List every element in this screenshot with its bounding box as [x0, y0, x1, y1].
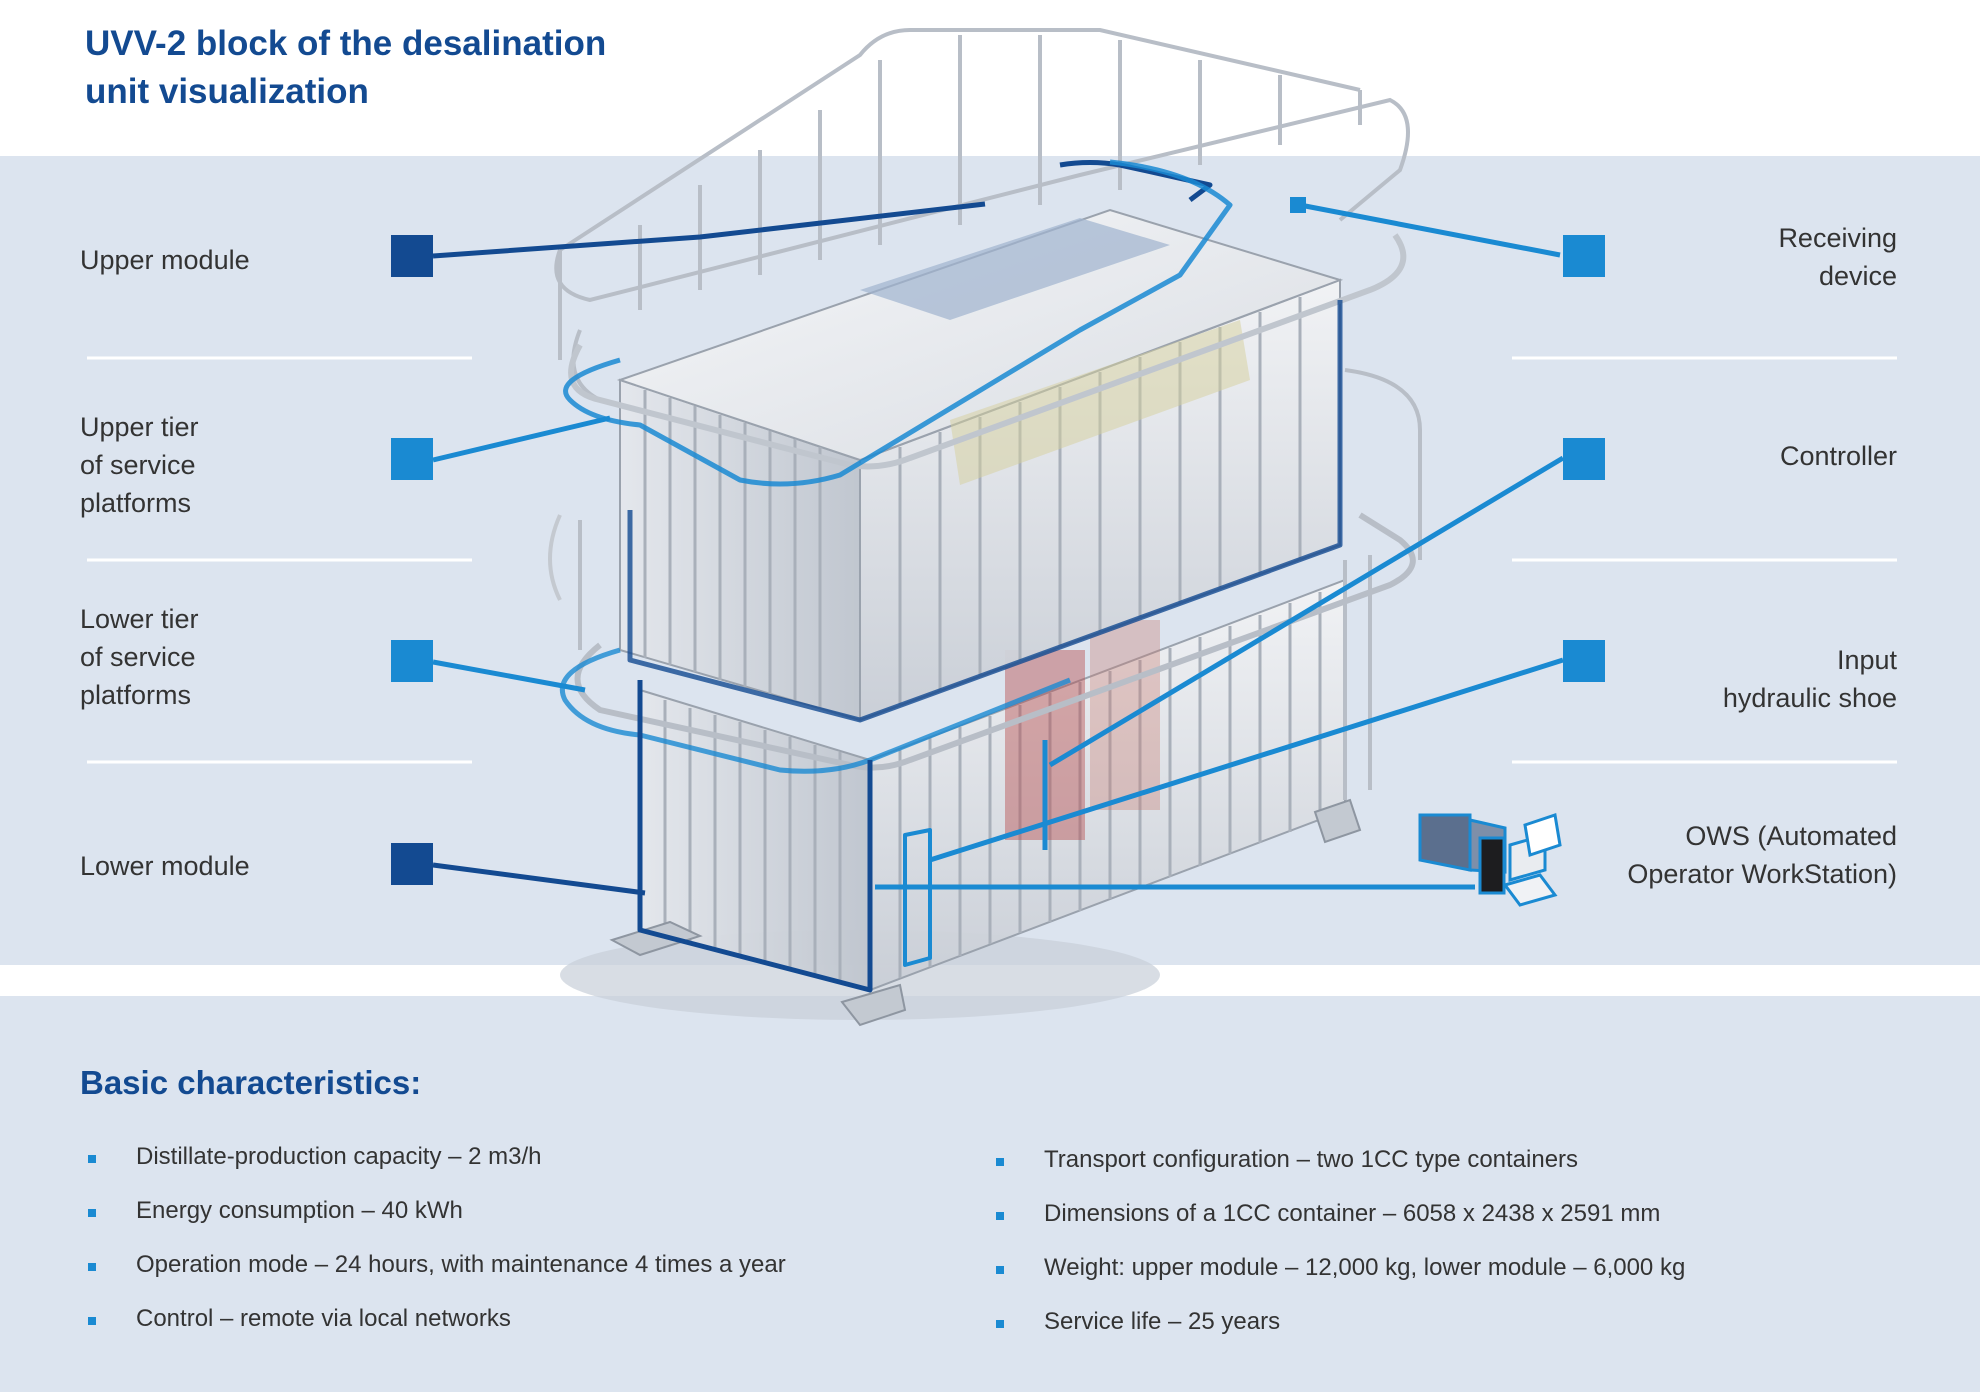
label-line: Upper module [80, 245, 250, 275]
support-foot [609, 920, 703, 957]
characteristic-item: Dimensions of a 1CC container – 6058 x 2… [990, 1197, 1685, 1251]
characteristics-background-band [0, 996, 1980, 1392]
label-line: Input [1836, 645, 1897, 675]
upper-module-leader [432, 201, 986, 259]
lower-platform-outline [559, 647, 1071, 774]
page-title-line-1: UVV-2 block of the desalination [85, 24, 607, 63]
characteristic-item: Distillate-production capacity – 2 m3/h [82, 1140, 786, 1194]
characteristic-item: Control – remote via local networks [82, 1302, 786, 1356]
upper-tier-marker [391, 438, 433, 480]
top-railing [554, 28, 1422, 800]
upper-platform-outline [563, 159, 1233, 487]
support-foot [840, 983, 907, 1027]
characteristic-item: Energy consumption – 40 kWh [82, 1194, 786, 1248]
characteristics-list-right: Transport configuration – two 1CC type c… [990, 1143, 1685, 1359]
page-title: UVV-2 block of the desalination unit vis… [85, 20, 785, 116]
label-lower-tier-platforms: Lower tier of service platforms [80, 600, 199, 714]
callout-markers [391, 197, 1605, 885]
highlight-outlines [559, 159, 1343, 993]
characteristic-item: Weight: upper module – 12,000 kg, lower … [990, 1251, 1685, 1305]
page-title-line-2: unit visualization [85, 72, 369, 111]
label-ows: OWS (Automated Operator WorkStation) [1627, 817, 1897, 893]
hydraulic-shoe-outline [903, 828, 932, 967]
label-line: Controller [1779, 441, 1897, 471]
lower-module-outline-upper [627, 300, 1343, 723]
upper-tier-leader [432, 415, 611, 463]
label-lower-module: Lower module [80, 847, 250, 885]
label-receiving-device: Receiving device [1778, 219, 1897, 295]
label-line: of service [80, 642, 196, 672]
label-line: of service [80, 450, 196, 480]
support-foot [1313, 798, 1362, 844]
internal-tank [1090, 620, 1160, 810]
label-upper-module: Upper module [80, 241, 250, 279]
characteristic-item: Transport configuration – two 1CC type c… [990, 1143, 1685, 1197]
controller-marker [1563, 438, 1605, 480]
label-line: hydraulic shoe [1722, 683, 1897, 713]
lower-module-marker [391, 843, 433, 885]
label-input-hydraulic-shoe: Input hydraulic shoe [1723, 641, 1897, 717]
lower-module-leader [432, 862, 646, 896]
lower-service-platform [548, 512, 1416, 771]
lower-module-outline [637, 680, 873, 993]
label-separators [87, 356, 1897, 764]
upper-module-marker [391, 235, 433, 277]
lower-tier-leader [432, 659, 586, 693]
label-upper-tier-platforms: Upper tier of service platforms [80, 408, 199, 522]
label-line: Lower tier [80, 604, 199, 634]
characteristics-list-left: Distillate-production capacity – 2 m3/h … [82, 1140, 786, 1356]
receiving-device-point [1290, 197, 1306, 213]
lower-module-slats [663, 592, 1322, 983]
label-line: OWS (Automated [1685, 821, 1897, 851]
label-line: platforms [80, 488, 192, 518]
callout-leaders [432, 201, 1565, 896]
characteristic-item: Service life – 25 years [990, 1305, 1685, 1359]
roof-panels [860, 218, 1170, 320]
hydraulic-shoe-marker [1563, 640, 1605, 682]
label-line: device [1818, 261, 1897, 291]
label-line: platforms [80, 680, 192, 710]
label-line: Upper tier [80, 412, 199, 442]
hydraulic-shoe-leader [929, 657, 1564, 863]
label-controller: Controller [1780, 437, 1897, 475]
label-line: Receiving [1778, 223, 1897, 253]
label-line: Lower module [80, 851, 250, 881]
receiving-device-leader [1299, 202, 1561, 258]
lower-tier-marker [391, 640, 433, 682]
upper-module [616, 208, 1344, 722]
label-line: Operator WorkStation) [1627, 859, 1897, 889]
ows-workstation [1418, 813, 1562, 907]
characteristic-item: Operation mode – 24 hours, with maintena… [82, 1248, 786, 1302]
lower-module [609, 578, 1362, 1027]
receiving-device-marker [1563, 235, 1605, 277]
controller-leader [1048, 455, 1565, 768]
characteristics-title: Basic characteristics: [80, 1064, 422, 1101]
